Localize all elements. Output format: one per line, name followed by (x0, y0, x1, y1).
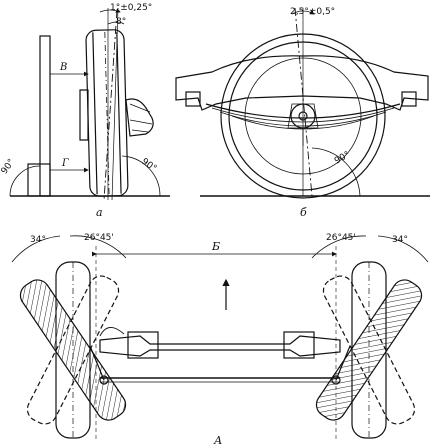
steer-outer-left-label: 34° (30, 235, 46, 245)
body-fender (175, 55, 429, 111)
right-wheel-turned-outer (315, 279, 423, 421)
arc-outer-left (11, 235, 61, 263)
right-angle-arc-right (121, 155, 161, 197)
left-wheel-turned-inner (26, 275, 120, 425)
angle-90-right: 90° (333, 150, 352, 167)
dim-B-label: В (59, 62, 67, 73)
arc-inner-right (311, 235, 367, 259)
panel-camber (9, 7, 170, 201)
front-axle-beam (99, 335, 341, 357)
dim-G-label: Г (61, 158, 69, 169)
rear-shackle (401, 91, 417, 107)
left-spring-pad (127, 331, 159, 359)
panel-steering (11, 235, 429, 440)
kingpin-angle-label: 8° (116, 17, 126, 27)
tire-front-view (85, 29, 129, 197)
track-label: Б (211, 240, 220, 253)
arc-inner-left (69, 235, 127, 259)
plate-foot (27, 163, 51, 197)
caption-a: a (96, 206, 103, 219)
steer-inner-left-label: 26°45' (84, 233, 114, 243)
left-wheel-turned-outer (19, 279, 127, 421)
reference-plate (39, 35, 51, 197)
camber-angle-label: 1°±0,25° (110, 3, 152, 13)
caster-axis (294, 7, 313, 197)
right-angle-arc-left (9, 165, 41, 197)
hub-left (79, 89, 89, 141)
right-wheel-turned-inner (322, 275, 416, 425)
angle-90-wheel: 90° (139, 157, 158, 174)
panel-caster (175, 7, 430, 199)
front-shackle (185, 91, 201, 107)
steer-outer-right-label: 34° (392, 235, 408, 245)
caption-A: А (213, 434, 222, 447)
knuckle (125, 98, 154, 137)
caption-b: б (300, 206, 307, 219)
angle-90-left: 90° (0, 157, 17, 176)
caster-angle-label: 2,5°±0,5° (290, 7, 335, 17)
steer-inner-right-label: 26°45' (326, 233, 356, 243)
arc-outer-right (377, 235, 429, 263)
tie-rod-end-left (99, 375, 109, 385)
right-spring-pad (283, 331, 315, 359)
